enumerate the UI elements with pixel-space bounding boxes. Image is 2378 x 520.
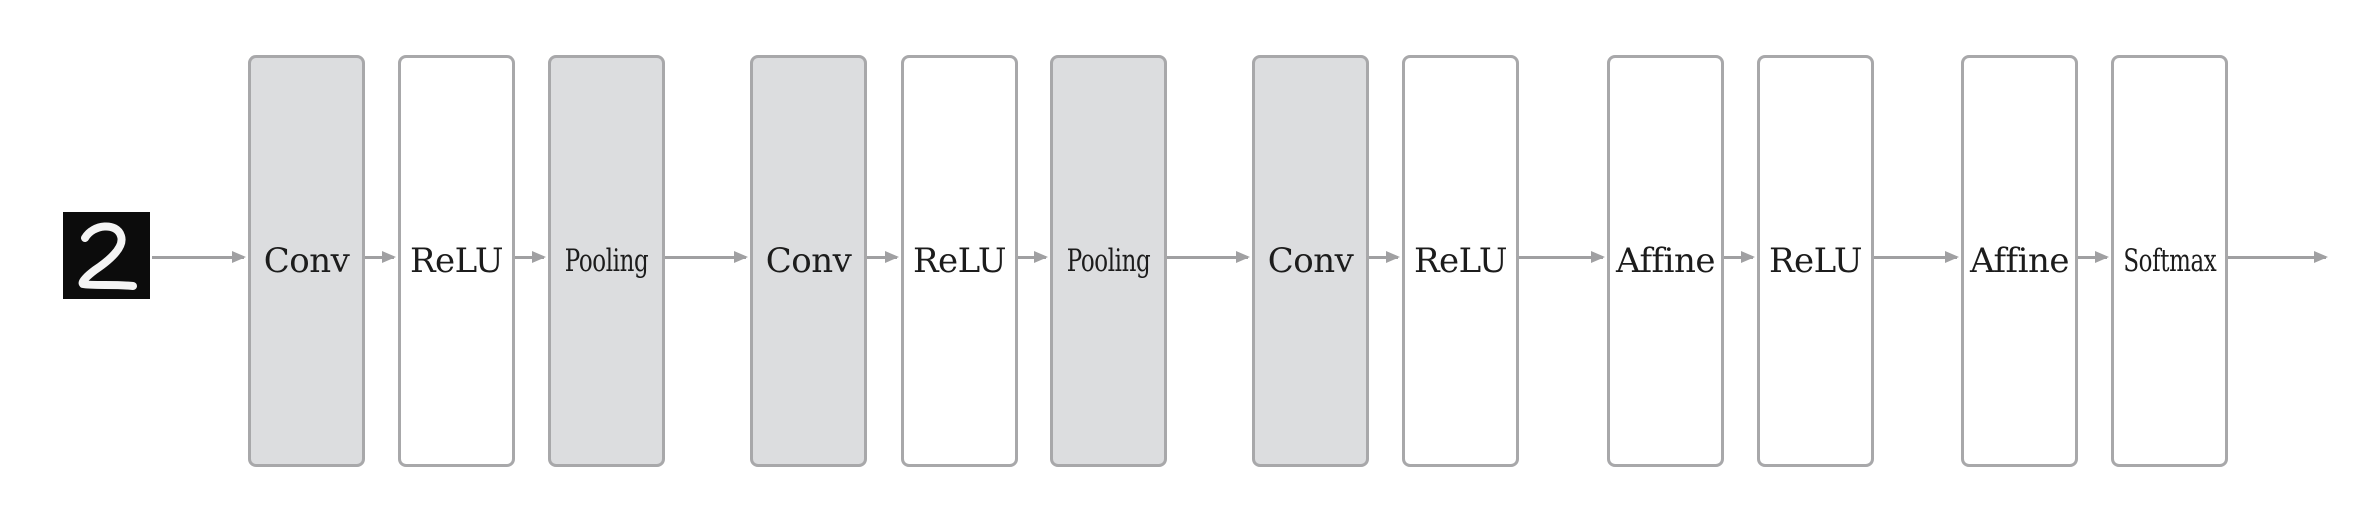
layer-label: Affine <box>1969 241 2070 281</box>
layer-relu-2: ReLU <box>901 55 1018 467</box>
arrow-conv-1-to-relu-1 <box>365 251 396 263</box>
arrow-input-to-conv-1 <box>152 251 246 263</box>
arrow-relu-1-to-pooling-1 <box>515 251 546 263</box>
arrow-affine-1-to-relu-4 <box>1724 251 1755 263</box>
layer-label: Pooling <box>564 243 649 279</box>
arrow-softmax-output <box>2228 251 2328 263</box>
layer-relu-1: ReLU <box>398 55 515 467</box>
arrow-relu-4-to-affine-2 <box>1874 251 1959 263</box>
layer-label: ReLU <box>1413 241 1508 281</box>
layer-label: Softmax <box>2122 243 2217 279</box>
layer-relu-3: ReLU <box>1402 55 1519 467</box>
layer-label: ReLU <box>912 241 1007 281</box>
arrow-conv-2-to-relu-2 <box>867 251 899 263</box>
layer-label: Conv <box>765 241 852 281</box>
arrow-conv-3-to-relu-3 <box>1369 251 1400 263</box>
layer-softmax: Softmax <box>2111 55 2228 467</box>
layer-label: Pooling <box>1066 243 1151 279</box>
layer-pooling-1: Pooling <box>548 55 665 467</box>
layer-label: Conv <box>263 241 350 281</box>
arrow-relu-3-to-affine-1 <box>1519 251 1605 263</box>
layer-pooling-2: Pooling <box>1050 55 1167 467</box>
layer-conv-1: Conv <box>248 55 365 467</box>
arrow-relu-2-to-pooling-2 <box>1018 251 1048 263</box>
arrow-affine-2-to-softmax <box>2078 251 2109 263</box>
handwritten-digit-icon <box>78 222 137 290</box>
layer-conv-2: Conv <box>750 55 867 467</box>
arrow-pooling-2-to-conv-3 <box>1167 251 1250 263</box>
layer-label: ReLU <box>409 241 504 281</box>
layer-affine-1: Affine <box>1607 55 1724 467</box>
layer-label: Affine <box>1615 241 1716 281</box>
layer-label: ReLU <box>1768 241 1863 281</box>
layer-affine-2: Affine <box>1961 55 2078 467</box>
layer-conv-3: Conv <box>1252 55 1369 467</box>
layer-relu-4: ReLU <box>1757 55 1874 467</box>
input-digit-image <box>63 212 150 299</box>
layer-label: Conv <box>1267 241 1354 281</box>
arrow-pooling-1-to-conv-2 <box>665 251 748 263</box>
